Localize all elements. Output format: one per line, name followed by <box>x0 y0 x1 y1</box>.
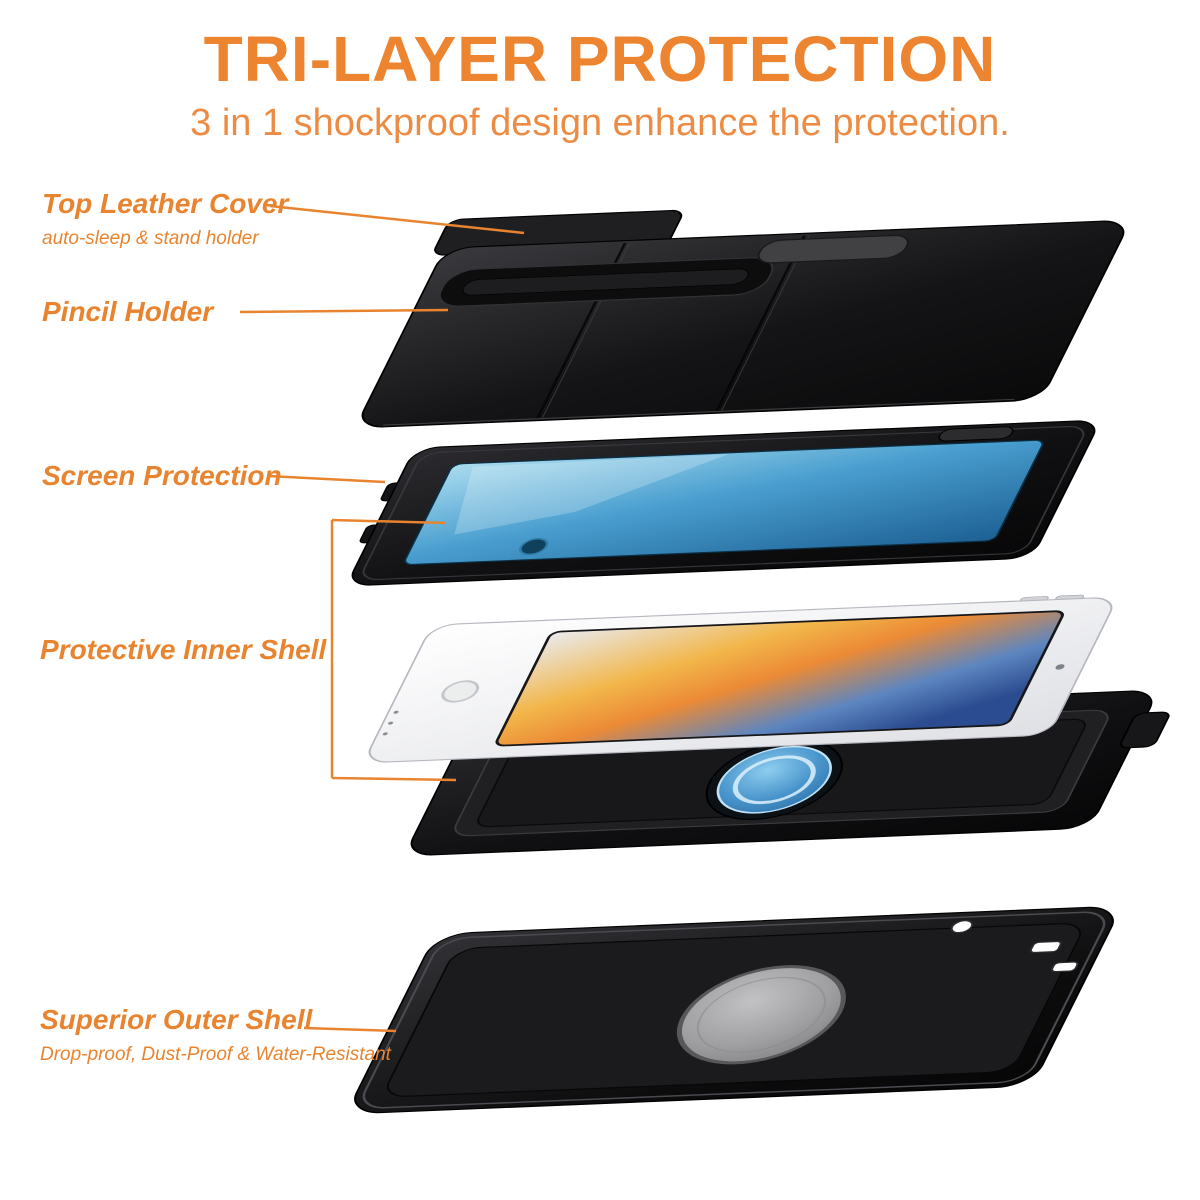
tablet-screen <box>495 610 1064 747</box>
leather-cover-edge-highlight <box>383 398 1015 426</box>
screen-protector-layer <box>351 420 1096 586</box>
outer-shell-round-window-ring <box>696 976 826 1053</box>
kickstand-ring-highlight <box>732 755 816 805</box>
callout-top-leather-cover-sublabel: auto-sleep & stand holder <box>42 228 259 249</box>
callout-line-superior-outer-shell <box>303 1026 397 1033</box>
callout-top-leather-cover: Top Leather Cover auto-sleep & stand hol… <box>42 188 288 250</box>
screen-protector-glass <box>404 439 1044 566</box>
callout-pencil-holder-label: Pincil Holder <box>42 296 214 327</box>
callout-superior-outer-shell-label: Superior Outer Shell <box>40 1004 313 1035</box>
leather-cover-body <box>361 220 1125 428</box>
page-title: TRI-LAYER PROTECTION <box>203 23 997 95</box>
outer-shell-camera-hole <box>950 920 974 934</box>
outer-shell-cutout-2 <box>1050 961 1079 973</box>
screen-protector-glare <box>454 453 729 535</box>
tablet-layer <box>368 594 1113 763</box>
screen-protector-home-cutout <box>519 538 549 556</box>
inner-shell-hook <box>1119 711 1170 749</box>
callout-line-pencil-holder <box>239 308 449 314</box>
callout-protective-inner-shell-label: Protective Inner Shell <box>40 634 327 665</box>
callout-screen-protection: Screen Protection <box>42 460 282 492</box>
callout-superior-outer-shell-sublabel: Drop-proof, Dust-Proof & Water-Resistant <box>40 1044 391 1065</box>
callout-protective-inner-shell: Protective Inner Shell <box>40 634 326 666</box>
leather-cover-camera-cutout <box>757 234 909 264</box>
outer-shell-layer <box>354 906 1114 1114</box>
screen-protector-lip <box>362 425 1085 581</box>
callout-top-leather-cover-label: Top Leather Cover <box>42 188 289 219</box>
leather-cover-fold-line-2 <box>715 235 806 411</box>
tablet-home-button <box>441 680 480 703</box>
callout-superior-outer-shell: Superior Outer Shell Drop-proof, Dust-Pr… <box>40 1004 391 1066</box>
callout-screen-protection-label: Screen Protection <box>42 460 282 491</box>
callout-lines <box>239 204 525 1033</box>
kickstand-ring-blue <box>716 745 832 814</box>
tablet-speaker-dot <box>388 721 394 725</box>
outer-shell-rim <box>362 911 1106 1109</box>
callout-line-top-leather-cover <box>269 204 525 235</box>
tablet-speaker-dot <box>393 710 399 714</box>
leather-cover-fold-highlight-2 <box>721 235 810 411</box>
outer-shell-round-window <box>676 965 846 1065</box>
leather-cover-layer <box>361 209 1125 428</box>
callout-line-screen-protection <box>267 474 386 484</box>
callout-bracket-protective-inner-shell <box>330 518 457 782</box>
tablet-speaker-dot <box>382 732 388 736</box>
page-subtitle: 3 in 1 shockproof design enhance the pro… <box>190 102 1010 144</box>
callout-pencil-holder: Pincil Holder <box>42 296 213 328</box>
pencil-holder-slot <box>462 268 749 296</box>
screen-protector-camera-cutout <box>938 426 1014 442</box>
outer-shell-cutout-1 <box>1029 940 1062 954</box>
tablet-front-camera <box>1055 664 1065 670</box>
